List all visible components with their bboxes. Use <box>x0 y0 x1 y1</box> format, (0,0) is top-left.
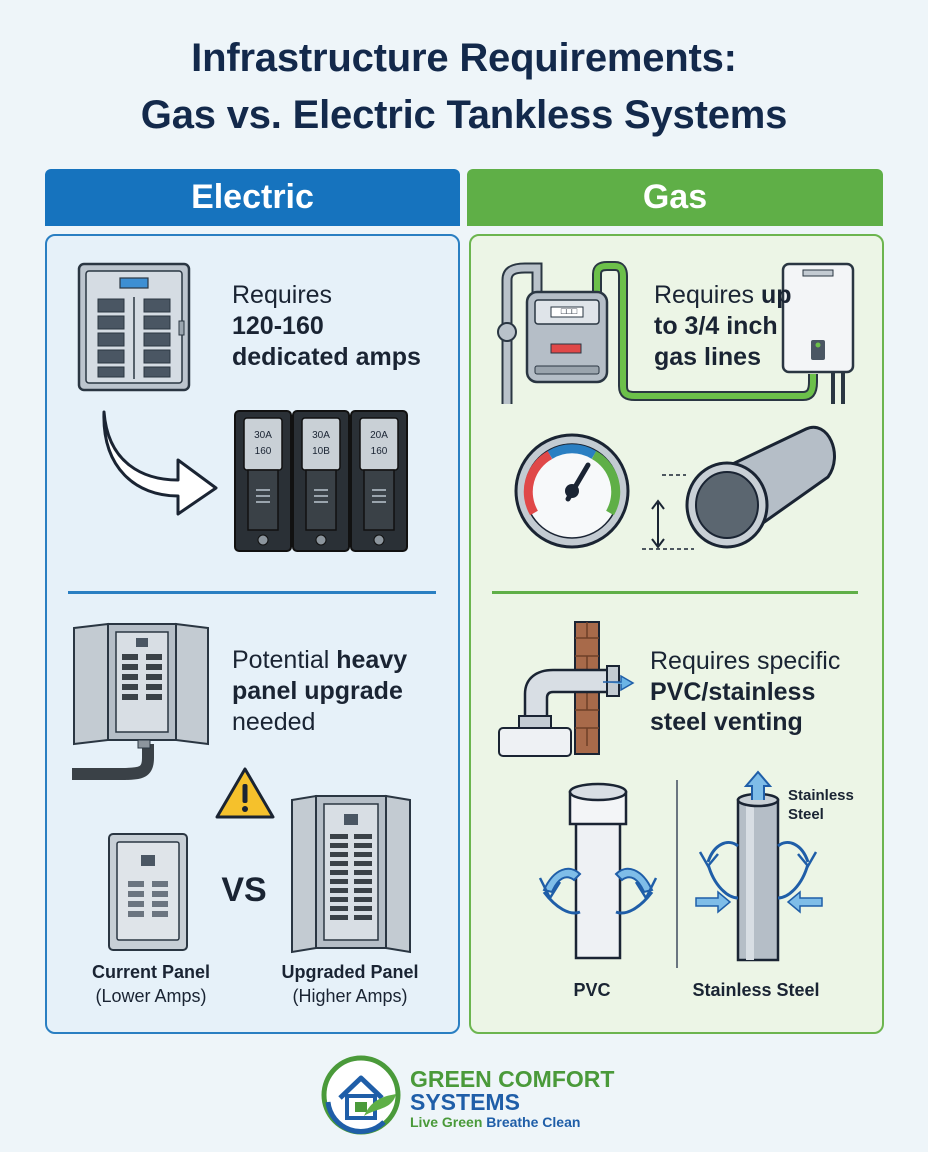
venting-text-line-3: steel venting <box>650 708 803 736</box>
brand-name-line-2: SYSTEMS <box>410 1089 520 1115</box>
brand-tagline: Live Green Breathe Clean <box>410 1114 580 1130</box>
upgraded-panel-sublabel: (Higher Amps) <box>292 986 408 1006</box>
gas-lines-text-line-1: Requires up <box>654 280 792 311</box>
venting-text-line-1: Requires specific <box>650 647 841 675</box>
gas-lines-text-line-3: gas lines <box>654 343 761 371</box>
current-panel-icon <box>108 833 188 951</box>
breaker-rating: 20A <box>370 430 388 441</box>
upgrade-text-line-1: Potential heavy <box>232 645 407 676</box>
stainless-steel-pipe-icon <box>695 770 823 962</box>
amps-text-line-1: Requires <box>232 281 333 309</box>
vent-divider <box>676 780 678 968</box>
vs-label: VS <box>221 871 267 909</box>
title-line-1: Infrastructure Requirements: <box>191 36 737 80</box>
breaker-panel-icon <box>77 262 191 392</box>
title-line-2: Gas vs. Electric Tankless Systems <box>140 93 788 137</box>
gas-lines-pre: Requires <box>654 281 761 309</box>
upgrade-text-pre: Potential <box>232 646 337 674</box>
stainless-steel-label: Stainless Steel <box>692 980 820 1000</box>
upgraded-panel-label: Upgraded Panel <box>281 962 419 982</box>
open-electrical-panel-icon <box>72 622 209 780</box>
circuit-breaker-icon <box>234 410 292 552</box>
gas-lines-text-line-2: to 3/4 inch <box>654 312 778 340</box>
amps-text-line-3: dedicated amps <box>232 343 421 371</box>
brand-tagline-green: Live Green <box>410 1114 487 1130</box>
upgrade-text-line-3: needed <box>232 708 316 736</box>
brand-tagline-blue: Breathe Clean <box>486 1114 581 1130</box>
curved-arrow-icon <box>102 410 218 516</box>
vent-wall-icon <box>498 621 635 757</box>
steel-callout-line-2: Steel <box>788 806 824 823</box>
amps-text-line-2: 120-160 <box>232 312 324 340</box>
upgrade-text-bold: heavy <box>336 646 408 674</box>
current-panel-label: Current Panel <box>91 962 211 982</box>
brand-name-line-1: GREEN COMFORT <box>410 1066 615 1092</box>
breaker-value: 160 <box>254 446 272 457</box>
circuit-breaker-icon <box>350 410 408 552</box>
pvc-label: PVC <box>573 980 611 1000</box>
current-panel-sublabel: (Lower Amps) <box>95 986 207 1006</box>
breaker-value: 160 <box>370 446 388 457</box>
venting-text-line-2: PVC/stainless <box>650 678 816 706</box>
breaker-rating: 30A <box>312 430 330 441</box>
upgraded-panel-icon <box>291 794 411 954</box>
gas-header: Gas <box>467 169 883 226</box>
gas-lines-bold-inline: up <box>761 281 792 309</box>
breaker-rating: 30A <box>254 430 272 441</box>
breaker-group: 30A 160 30A 10B 20A 160 <box>234 410 408 552</box>
pressure-gauge-icon <box>514 433 630 549</box>
green-comfort-logo-icon <box>321 1055 401 1135</box>
pvc-pipe-icon <box>538 782 658 960</box>
gas-pipe-icon <box>642 425 836 550</box>
meter-display: □□□ <box>560 306 578 316</box>
circuit-breaker-icon <box>292 410 350 552</box>
breaker-value: 10B <box>312 446 330 457</box>
warning-icon <box>215 767 275 819</box>
gas-divider <box>492 591 858 594</box>
steel-callout-line-1: Stainless <box>788 787 854 804</box>
electric-header: Electric <box>45 169 460 226</box>
gas-meter-heater-icon <box>497 261 855 404</box>
upgrade-text-line-2: panel upgrade <box>232 677 403 705</box>
electric-divider <box>68 591 436 594</box>
